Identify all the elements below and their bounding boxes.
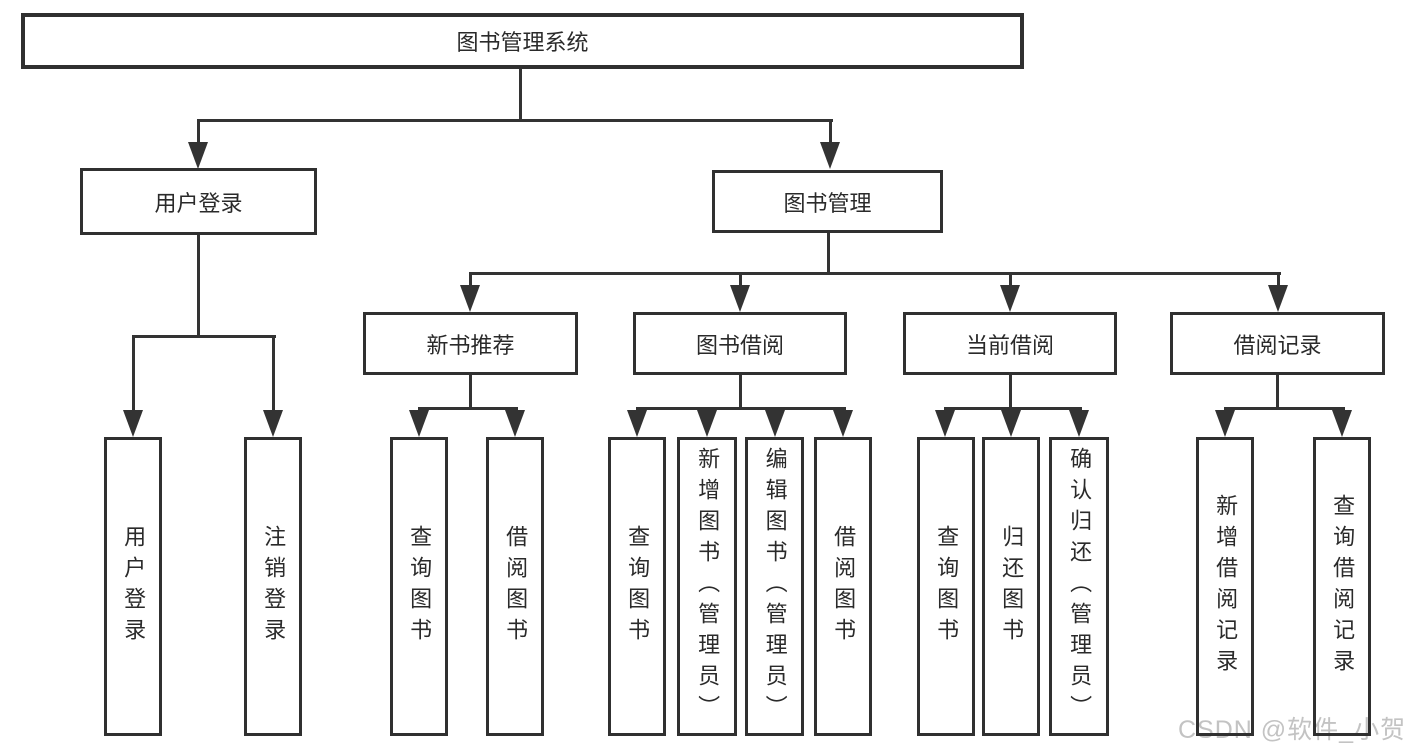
connector-line [519,68,522,121]
arrow-down-icon [505,410,525,437]
node-book-borrow: 图书借阅 [633,312,847,375]
arrow-down-icon [730,285,750,312]
node-user-login: 用户登录 [80,168,317,235]
leaf-confirm-return-admin: 确认归还（管理员） [1049,437,1109,736]
leaf-return-books: 归还图书 [982,437,1040,736]
arrow-down-icon [1001,410,1021,437]
connector-line [739,375,742,410]
leaf-label: 注销登录 [261,524,287,649]
leaf-label: 查询图书 [625,524,651,649]
arrow-down-icon [263,410,283,437]
connector-line [1009,375,1012,410]
leaf-query-books: 查询图书 [608,437,666,736]
leaf-user-login: 用户登录 [104,437,162,736]
arrow-down-icon [123,410,143,437]
leaf-label: 借阅图书 [503,524,529,649]
connector-line [469,275,472,287]
leaf-borrow-books: 借阅图书 [814,437,872,736]
connector-line [272,338,275,412]
leaf-label: 查询图书 [407,524,433,649]
arrow-down-icon [1268,285,1288,312]
arrow-down-icon [460,285,480,312]
leaf-label: 确认归还（管理员） [1067,447,1093,726]
connector-line [418,407,518,410]
arrow-down-icon [820,142,840,169]
leaf-borrow-books: 借阅图书 [486,437,544,736]
connector-line [469,375,472,410]
leaf-edit-books-admin: 编辑图书（管理员） [745,437,804,736]
leaf-label: 查询图书 [934,524,960,649]
arrow-down-icon [627,410,647,437]
connector-line [197,119,833,122]
arrow-down-icon [1000,285,1020,312]
connector-line [1009,275,1012,287]
leaf-label: 新增借阅记录 [1213,493,1239,680]
leaf-label: 编辑图书（管理员） [762,447,788,726]
leaf-query-borrow-record: 查询借阅记录 [1313,437,1371,736]
arrow-down-icon [1069,410,1089,437]
arrow-down-icon [1332,410,1352,437]
node-new-book-recommend: 新书推荐 [363,312,578,375]
arrow-down-icon [188,142,208,169]
leaf-logout: 注销登录 [244,437,302,736]
leaf-label: 新增图书（管理员） [695,447,721,726]
connector-line [197,122,200,144]
node-current-borrow: 当前借阅 [903,312,1117,375]
connector-line [469,272,1281,275]
node-library-system: 图书管理系统 [21,13,1024,69]
arrow-down-icon [765,410,785,437]
connector-line [132,338,135,412]
leaf-add-books-admin: 新增图书（管理员） [677,437,737,736]
connector-line [197,235,200,338]
leaf-label: 用户登录 [121,524,147,649]
arrow-down-icon [935,410,955,437]
connector-line [827,233,830,275]
connector-line [132,335,276,338]
leaf-label: 借阅图书 [831,524,857,649]
leaf-query-books: 查询图书 [390,437,448,736]
connector-line [829,122,832,144]
connector-line [1276,375,1279,410]
connector-line [739,275,742,287]
node-book-management: 图书管理 [712,170,943,233]
leaf-label: 查询借阅记录 [1330,493,1356,680]
arrow-down-icon [833,410,853,437]
arrow-down-icon [697,410,717,437]
connector-line [1224,407,1345,410]
connector-line [944,407,1082,410]
arrow-down-icon [1215,410,1235,437]
node-borrow-records: 借阅记录 [1170,312,1385,375]
leaf-query-books: 查询图书 [917,437,975,736]
csdn-watermark: CSDN @软件_小贺同学 [1178,716,1405,744]
connector-line [1277,275,1280,287]
leaf-label: 归还图书 [999,524,1025,649]
connector-line [636,407,846,410]
arrow-down-icon [409,410,429,437]
leaf-add-borrow-record: 新增借阅记录 [1196,437,1254,736]
